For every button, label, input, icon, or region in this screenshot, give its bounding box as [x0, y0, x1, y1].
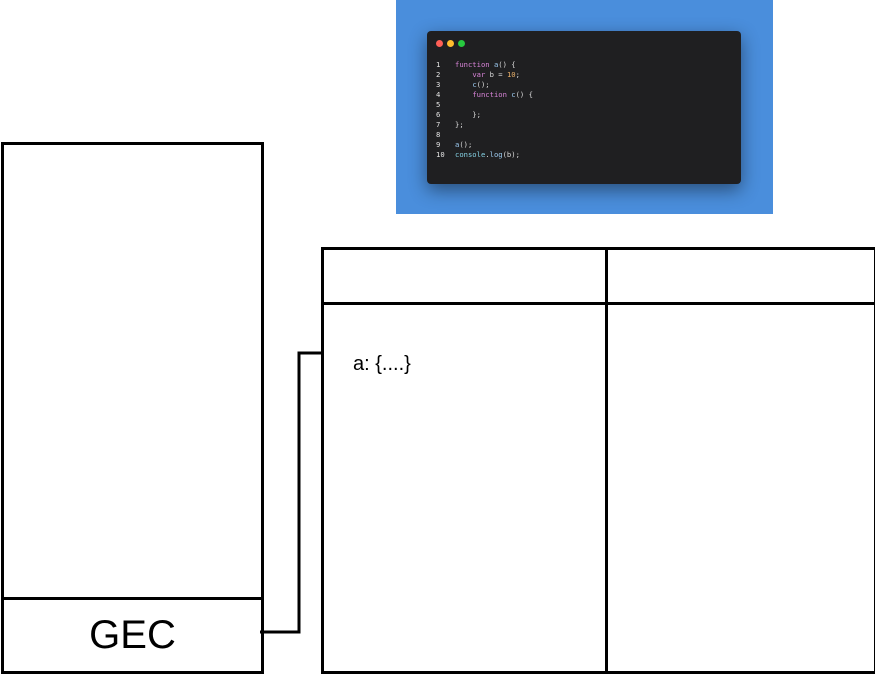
code-token: var: [472, 70, 490, 79]
gec-connector-line: [260, 351, 323, 634]
code-token: (b);: [502, 150, 520, 159]
code-line: 2 var b = 10;: [436, 70, 533, 80]
line-number: 3: [436, 80, 441, 89]
code-line: 5: [436, 100, 533, 110]
code-line: 10 console.log(b);: [436, 150, 533, 160]
line-number: 8: [436, 130, 441, 139]
memory-entry: a: {....}: [353, 353, 411, 375]
line-number: 1: [436, 60, 441, 69]
code-line: 4 function c() {: [436, 90, 533, 100]
code-token: };: [455, 110, 481, 119]
line-number: 2: [436, 70, 441, 79]
line-number: 5: [436, 100, 441, 109]
maximize-dot: [458, 40, 465, 47]
code-token: c: [472, 80, 477, 89]
code-token: b =: [489, 70, 507, 79]
code-token: function: [455, 60, 494, 69]
execution-context-column-divider: [605, 250, 608, 671]
global-execution-context-frame: GEC: [89, 613, 176, 657]
line-number: 7: [436, 120, 441, 129]
code-line: 9 a();: [436, 140, 533, 150]
code-token: ;: [515, 70, 520, 79]
code-token: () {: [515, 90, 533, 99]
line-number: 6: [436, 110, 441, 119]
code-token: ();: [459, 140, 473, 149]
code-line: 1 function a() {: [436, 60, 533, 70]
line-number: 9: [436, 140, 441, 149]
code-token: function: [472, 90, 512, 99]
call-stack-divider: [4, 597, 261, 600]
execution-context-header-divider: [324, 302, 874, 305]
line-number: 10: [436, 150, 445, 159]
code-line: 3 c();: [436, 80, 533, 90]
code-token: console: [455, 150, 486, 159]
code-token: };: [455, 120, 464, 129]
code-token: ();: [476, 80, 490, 89]
code-token: log: [489, 150, 503, 159]
line-number: 4: [436, 90, 441, 99]
minimize-dot: [447, 40, 454, 47]
code-line: 7};: [436, 120, 533, 130]
close-dot: [436, 40, 443, 47]
code-token: .: [485, 150, 490, 159]
code-token: a: [455, 140, 460, 149]
code-token: c: [511, 90, 516, 99]
code-token: 10: [506, 70, 516, 79]
window-controls: [436, 40, 465, 47]
code-token: () {: [498, 60, 516, 69]
code-line: 8: [436, 130, 533, 140]
code-token: a: [493, 60, 499, 69]
code-line: 6 };: [436, 110, 533, 120]
